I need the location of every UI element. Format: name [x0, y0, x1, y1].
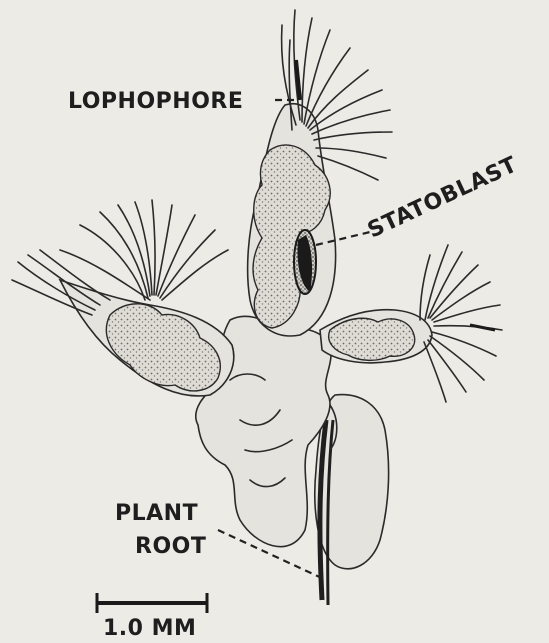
label-lophophore: LOPHOPHORE: [68, 89, 243, 114]
label-root: ROOT: [135, 534, 206, 559]
right-lophophore: [420, 245, 502, 402]
scale-bar: 1.0 MM: [97, 593, 207, 641]
plant-root: [315, 395, 389, 605]
right-zooid: [320, 310, 432, 363]
label-plant: PLANT: [115, 501, 198, 526]
label-statoblast: STATOBLAST: [364, 152, 521, 243]
scale-label: 1.0 MM: [103, 616, 196, 641]
